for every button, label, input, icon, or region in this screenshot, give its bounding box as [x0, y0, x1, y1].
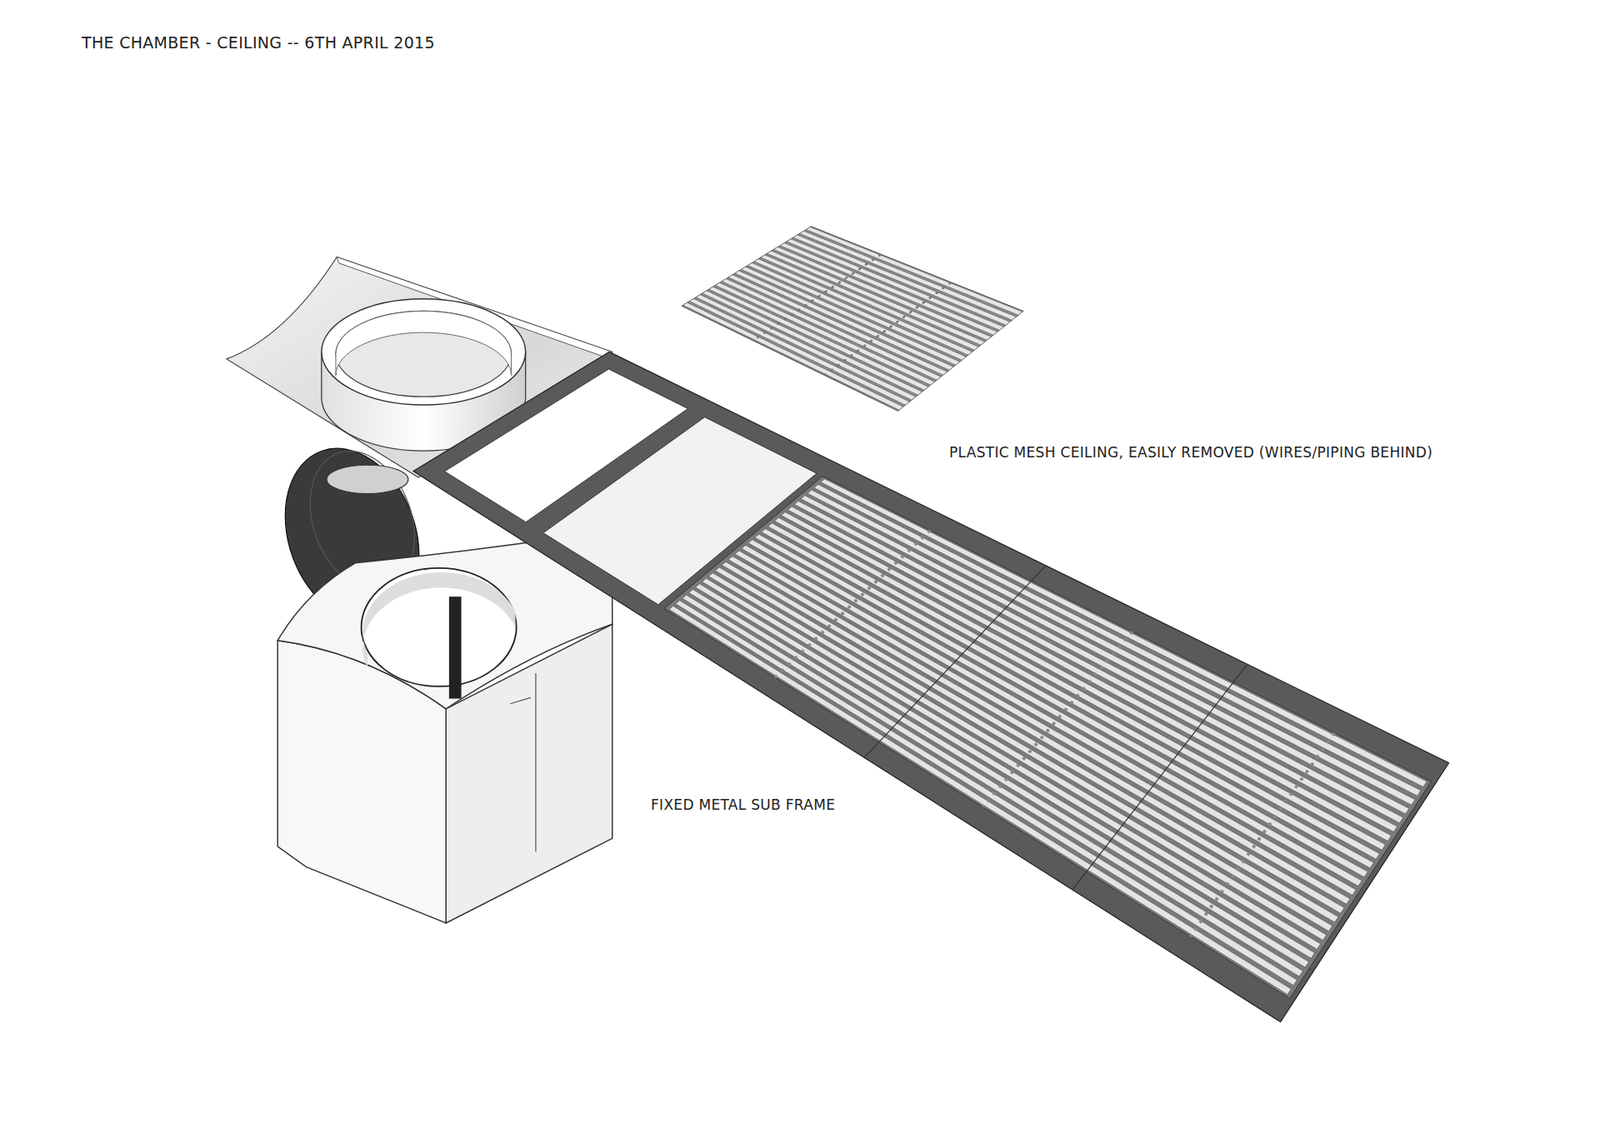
part-label: PLASTIC MESH CEILING, EASILY REMOVED (WI…: [949, 444, 1433, 461]
mesh-slat: [702, 578, 1321, 950]
box-seam: [535, 673, 536, 852]
ring-base: [326, 465, 409, 494]
frame-rail: [413, 351, 1450, 1022]
mesh-slat: [708, 573, 1326, 941]
panel-crossbar: [824, 282, 951, 376]
panel-slat: [683, 302, 904, 410]
panel-slat: [695, 295, 916, 400]
mesh-slat: [682, 595, 1304, 977]
mesh-crossbar: [1190, 733, 1335, 937]
mesh-crossbar: [775, 530, 930, 679]
part-label: FIXED METAL SUB FRAME: [650, 796, 835, 814]
mesh-slat: [715, 567, 1332, 932]
panel-slat: [702, 290, 923, 395]
mesh-slat: [721, 561, 1339, 923]
ring-inner-wall: [335, 310, 512, 375]
loose-mesh-panel: [681, 226, 1024, 412]
panel-joint: [1072, 664, 1248, 890]
box-seam: [510, 697, 530, 704]
panel-ground: [681, 226, 1024, 412]
ceiling-frame: [413, 351, 1450, 1022]
panel-joint: [864, 565, 1046, 758]
mesh-slat: [787, 506, 1397, 833]
mesh-crossbar: [982, 631, 1133, 807]
mesh-ground: [664, 476, 1431, 1000]
panel-slat: [709, 286, 929, 390]
mesh-slat: [780, 512, 1391, 842]
panel-slat: [689, 298, 910, 405]
mesh-slat: [675, 600, 1297, 986]
box-hole-wall: [362, 572, 515, 669]
mesh-slat: [728, 556, 1345, 914]
mesh-slat: [695, 584, 1315, 959]
mesh-slat: [735, 550, 1350, 905]
ring-inner: [335, 310, 512, 397]
pole: [449, 596, 462, 699]
box-hole: [361, 568, 517, 687]
panel-crossbar: [753, 254, 882, 341]
drawing-title: THE CHAMBER - CEILING -- 6TH APRIL 2015: [81, 33, 435, 52]
mesh-slat: [794, 500, 1403, 823]
ring-top: [321, 299, 526, 405]
mesh-slat: [689, 590, 1310, 968]
